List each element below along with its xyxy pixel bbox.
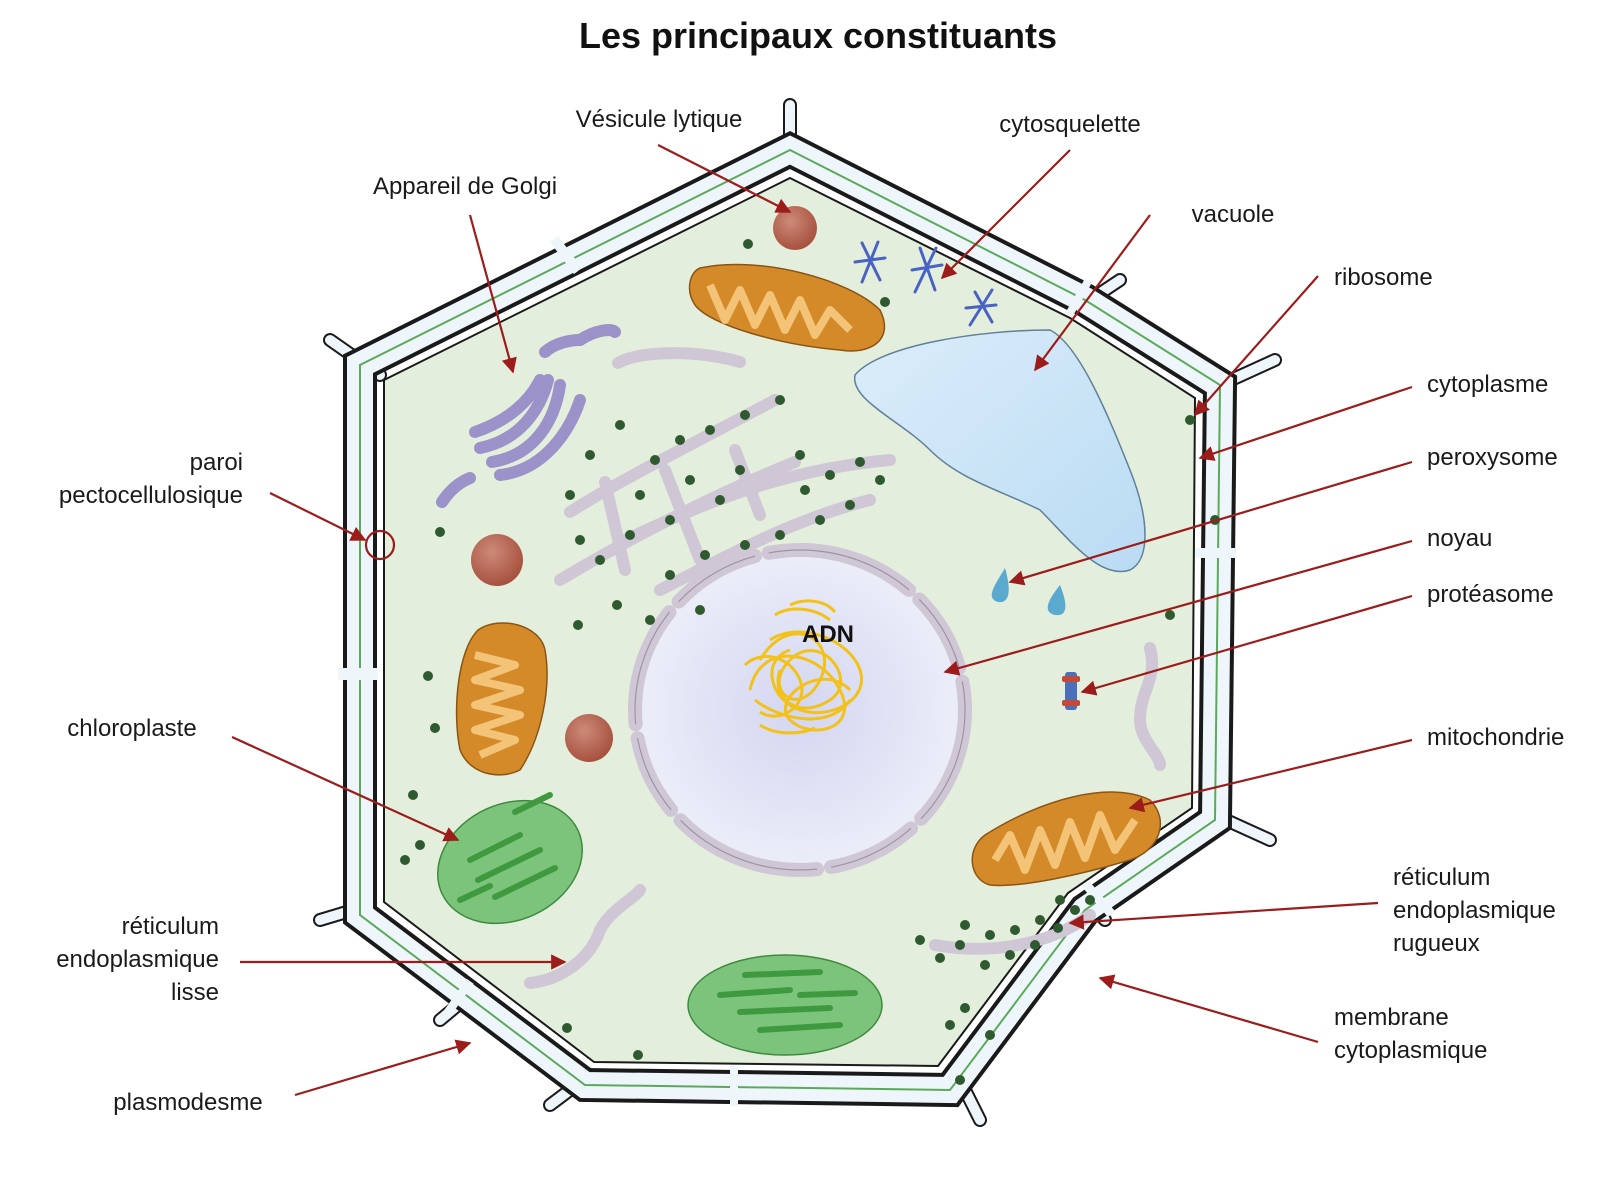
label-cytoplasme: cytoplasme xyxy=(1427,371,1548,398)
arrow-plasmodesme xyxy=(294,1039,472,1097)
arrow-proteasome xyxy=(1080,594,1413,696)
ribosome-icon xyxy=(400,239,1220,1085)
label-chloroplaste: chloroplaste xyxy=(67,715,196,742)
label-membrane-1: membrane xyxy=(1334,1004,1449,1031)
peroxisome-icon xyxy=(991,568,1066,616)
arrow-paroi xyxy=(269,492,367,541)
label-rel-2: endoplasmique xyxy=(56,946,219,973)
smooth-er-icon xyxy=(524,642,1166,989)
label-ribosome: ribosome xyxy=(1334,264,1433,291)
label-membrane-2: cytoplasmique xyxy=(1334,1037,1487,1064)
vacuole-icon xyxy=(854,329,1146,573)
label-arrows xyxy=(231,144,1413,1097)
dna-icon xyxy=(743,599,864,735)
paroi-marker-icon xyxy=(364,529,396,561)
arrow-membrane xyxy=(1098,974,1319,1044)
label-cytosquelette: cytosquelette xyxy=(999,111,1140,138)
lytic-vesicle-icon xyxy=(565,714,613,762)
dna-label: ADN xyxy=(802,621,854,648)
golgi-icon xyxy=(436,324,621,508)
label-appareil-golgi: Appareil de Golgi xyxy=(373,173,557,200)
lytic-vesicle-icon xyxy=(773,206,817,250)
cytoskeleton-icon xyxy=(853,240,998,327)
label-vesicule-lytique: Vésicule lytique xyxy=(576,106,743,133)
arrow-mitochondrie xyxy=(1128,738,1413,813)
label-noyau: noyau xyxy=(1427,525,1492,552)
arrow-vacuole xyxy=(1034,214,1151,372)
arrow-chloroplaste xyxy=(231,735,460,842)
chloroplast-icon xyxy=(436,792,584,925)
lytic-vesicle-icon xyxy=(471,534,523,586)
mitochondrion-icon xyxy=(971,791,1161,887)
label-paroi-1: paroi xyxy=(190,449,243,476)
mitochondrion-icon xyxy=(688,263,886,352)
plasmodesma-icon xyxy=(338,236,1235,1106)
label-rer-2: endoplasmique xyxy=(1393,897,1556,924)
label-vacuole: vacuole xyxy=(1192,201,1275,228)
rough-er-icon xyxy=(554,347,896,596)
arrow-noyau xyxy=(943,539,1413,676)
label-plasmodesme: plasmodesme xyxy=(113,1089,262,1116)
arrow-ribosome xyxy=(1193,275,1319,417)
mitochondrion-icon xyxy=(455,622,548,776)
label-rer-1: réticulum xyxy=(1393,864,1490,891)
arrow-peroxysome xyxy=(1008,460,1413,586)
cell-wall xyxy=(313,98,1282,1127)
label-rer-3: rugueux xyxy=(1393,930,1480,957)
proteasome-icon xyxy=(1062,672,1080,710)
arrow-golgi xyxy=(468,214,517,374)
arrow-vesicule xyxy=(657,144,792,213)
label-rel-1: réticulum xyxy=(122,913,219,940)
label-rel-3: lisse xyxy=(171,979,219,1006)
label-mitochondrie: mitochondrie xyxy=(1427,724,1564,751)
label-paroi-2: pectocellulosique xyxy=(59,482,243,509)
label-proteasome: protéasome xyxy=(1427,581,1554,608)
arrow-cytosquelette xyxy=(940,149,1071,280)
arrow-rer xyxy=(1068,901,1379,930)
chloroplast-icon xyxy=(687,954,883,1056)
arrow-cytoplasme xyxy=(1198,385,1413,461)
page-title: Les principaux constituants xyxy=(579,15,1057,56)
label-peroxysome: peroxysome xyxy=(1427,444,1558,471)
